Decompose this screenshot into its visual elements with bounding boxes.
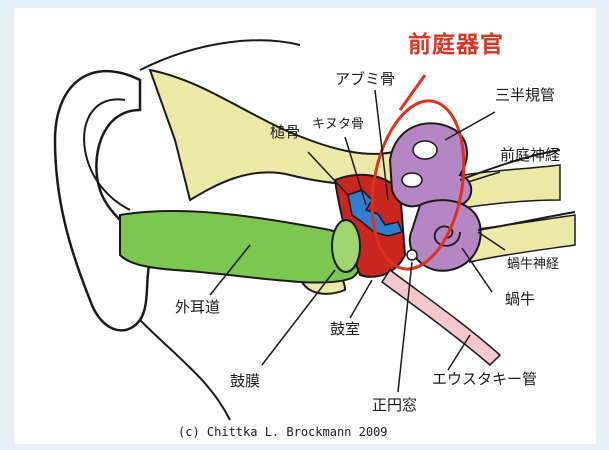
label-eardrum: 鼓膜 xyxy=(230,374,260,389)
skin-outline-bottom xyxy=(140,320,230,420)
copyright-credit: (c) Chittka L. Brockmann 2009 xyxy=(178,425,388,439)
label-ear-canal: 外耳道 xyxy=(175,300,220,315)
round-window-shape xyxy=(407,250,417,260)
label-malleus: 槌骨 xyxy=(270,125,300,140)
label-stapes: アブミ骨 xyxy=(335,72,395,87)
ear-canal xyxy=(120,211,361,283)
eardrum-shape xyxy=(332,220,360,272)
label-incus: キヌタ骨 xyxy=(312,118,364,131)
leader-tympanic xyxy=(350,280,372,318)
pinna xyxy=(55,71,150,330)
label-tympanic-cavity: 鼓室 xyxy=(330,322,360,337)
label-round-window: 正円窓 xyxy=(372,398,417,413)
eustachian-tube-shape xyxy=(382,270,500,365)
label-eustachian-tube: エウスタキー管 xyxy=(432,372,537,387)
leader-eardrum xyxy=(262,270,335,365)
diagram-title: 前庭器官 xyxy=(408,34,504,57)
label-cochlea: 蝸牛 xyxy=(505,292,535,307)
label-semicircular-canals: 三半規管 xyxy=(495,88,555,103)
canal-hole-1 xyxy=(413,141,437,159)
skin-outline-top xyxy=(140,40,300,70)
canal-hole-2 xyxy=(402,173,422,187)
label-cochlear-nerve: 蝸牛神経 xyxy=(507,258,559,271)
label-vestibular-nerve: 前庭神経 xyxy=(500,148,560,163)
